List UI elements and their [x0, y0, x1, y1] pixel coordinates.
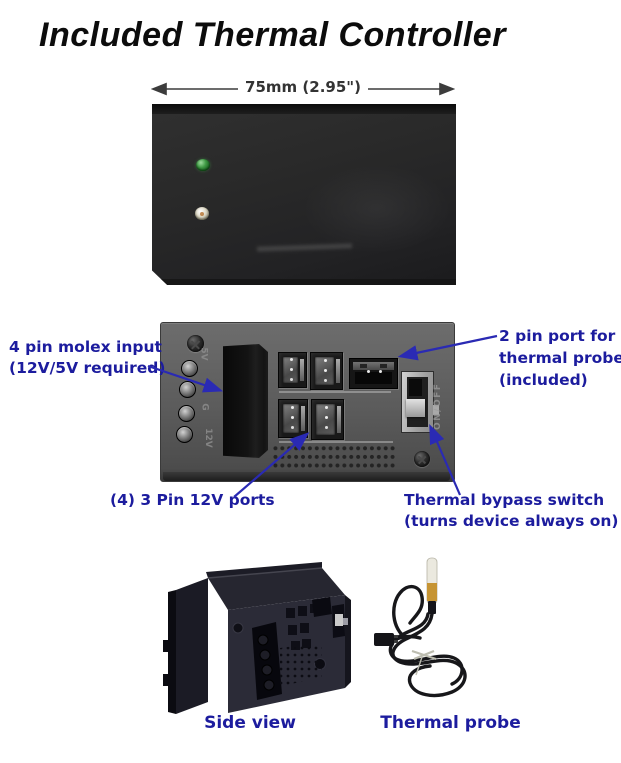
page-title: Included Thermal Controller — [39, 16, 506, 54]
screw-bottom-right — [414, 451, 430, 467]
caption-thermal-probe: Thermal probe — [380, 713, 521, 733]
top-face — [208, 568, 345, 610]
molex-pin — [179, 381, 196, 398]
3pin-port — [311, 399, 344, 440]
controller-side-view-photo — [163, 562, 351, 714]
controller-top-view-photo — [152, 104, 456, 285]
side-screw-hole — [232, 622, 244, 634]
molex-pin — [178, 405, 195, 422]
label-12v-ports: (4) 3 Pin 12V ports — [110, 491, 275, 509]
port-pin — [379, 370, 382, 374]
side-2pin-port — [312, 597, 332, 617]
probe-ferrule — [428, 601, 436, 614]
flange-edge — [168, 590, 176, 714]
screw-top-left — [187, 335, 204, 352]
faint-print-smudge — [256, 243, 353, 252]
3pin-port — [278, 399, 308, 438]
white-led — [195, 207, 209, 220]
molex-pin — [181, 360, 198, 377]
bottom-edge — [152, 279, 456, 285]
thermal-probe-photo — [374, 557, 467, 698]
label-bypass-switch: Thermal bypass switch (turns device alwa… — [404, 491, 619, 530]
molex-g-marking: G — [199, 403, 210, 411]
port-bracket-highlight — [279, 441, 393, 443]
green-led — [196, 159, 210, 171]
probe-connector — [374, 633, 394, 646]
dimension-arrow-icon — [150, 82, 456, 96]
probe-gold-band — [427, 583, 437, 601]
probe-wire — [388, 585, 467, 698]
flange-face — [176, 578, 208, 714]
switch-onoff-marking: ON/OFF — [433, 382, 443, 430]
3pin-port — [278, 352, 307, 388]
molex-5v-marking: 5V — [198, 347, 209, 361]
right-edge — [345, 595, 351, 688]
switch-knob — [406, 399, 425, 417]
molex-pin — [176, 426, 193, 443]
thermal-bypass-switch — [401, 371, 439, 433]
port-pin — [367, 370, 370, 374]
caption-side-view: Side view — [204, 713, 296, 733]
twist-tie — [411, 649, 437, 676]
3pin-port — [310, 352, 343, 390]
label-molex-input: 4 pin molex input (12V/5V required) — [9, 338, 166, 377]
port-bracket-highlight — [279, 391, 391, 393]
label-probe-port: 2 pin port for thermal probe (included) — [499, 327, 621, 389]
controller-connector-view-photo: 5V G 12V ON/OFF — [160, 322, 455, 482]
molex-12v-marking: 12V — [202, 428, 213, 448]
top-edge — [152, 104, 456, 114]
molex-4pin-connector — [223, 344, 268, 458]
back-lip — [206, 562, 322, 578]
surface-sheen — [302, 164, 452, 254]
dimension-label: 75mm (2.95") — [245, 78, 361, 96]
2pin-thermal-probe-port — [349, 358, 398, 389]
vent-holes — [272, 444, 396, 472]
side-vents — [280, 642, 322, 686]
device-bottom-edge — [163, 472, 450, 481]
dimension-annotation: 75mm (2.95") — [146, 76, 460, 102]
